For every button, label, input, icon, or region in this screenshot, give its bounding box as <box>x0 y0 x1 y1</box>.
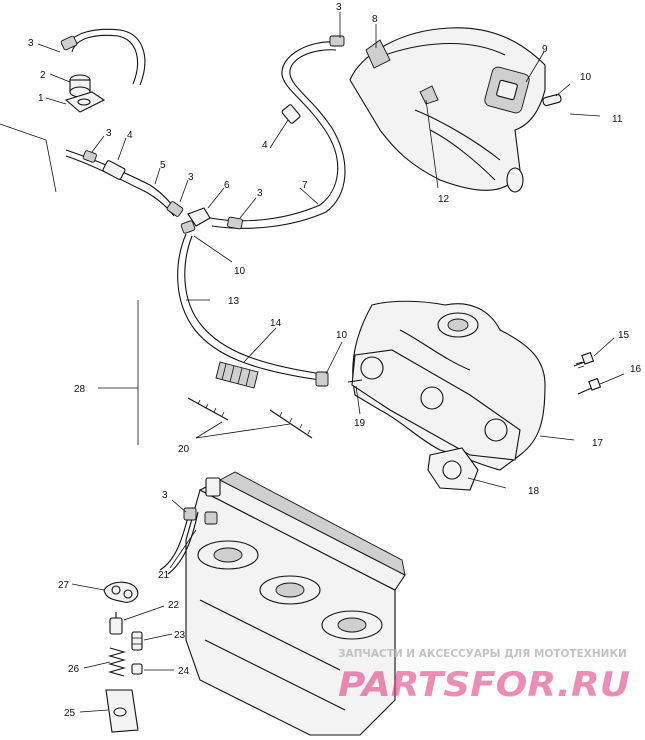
body-25 <box>105 689 139 733</box>
nut-24 <box>131 663 143 675</box>
callout-3: 3 <box>28 38 34 49</box>
callout-22: 22 <box>168 600 180 611</box>
hose-4-5 <box>65 149 184 217</box>
t-connector <box>180 207 211 234</box>
callout-7: 7 <box>302 180 308 191</box>
exhaust-pipe <box>349 27 546 193</box>
callout-26: 26 <box>68 664 80 675</box>
bolt-19 <box>347 379 363 383</box>
callout-2: 2 <box>40 70 46 81</box>
callout-18: 18 <box>528 486 540 497</box>
gasket-27 <box>103 581 139 603</box>
callout-13: 13 <box>228 296 240 307</box>
watermark: ЗАПЧАСТИ И АКСЕССУАРЫ ДЛЯ МОТОТЕХНИКИ PA… <box>338 648 630 705</box>
hose-13 <box>177 233 323 381</box>
watermark-logo: PARTSFOR.RU <box>338 665 630 705</box>
callout-10: 10 <box>234 266 246 277</box>
callout-27: 27 <box>58 580 70 591</box>
callout-4: 4 <box>262 140 268 151</box>
gasket-plate-19 <box>351 349 521 461</box>
callout-23: 23 <box>174 630 186 641</box>
frame-line-top-left <box>0 123 57 193</box>
callout-3: 3 <box>162 490 168 501</box>
watermark-tagline: ЗАПЧАСТИ И АКСЕССУАРЫ ДЛЯ МОТОТЕХНИКИ <box>338 648 627 660</box>
callout-28: 28 <box>74 384 86 395</box>
callout-12: 12 <box>438 194 450 205</box>
callout-5: 5 <box>160 160 166 171</box>
callout-10: 10 <box>336 330 348 341</box>
callout-21: 21 <box>158 570 170 581</box>
cylinder-block <box>185 471 406 736</box>
callout-6: 6 <box>224 180 230 191</box>
callout-24: 24 <box>178 666 190 677</box>
callout-8: 8 <box>372 14 378 25</box>
callout-4: 4 <box>127 130 133 141</box>
callout-10: 10 <box>580 72 592 83</box>
sleeve-14 <box>215 361 259 389</box>
fitting-23 <box>131 631 143 651</box>
callout-3: 3 <box>336 2 342 13</box>
valve-22 <box>109 612 123 635</box>
studs-20 <box>187 397 313 439</box>
callout-3: 3 <box>257 188 263 199</box>
hose-loop-top-left <box>60 28 146 86</box>
bolt-16 <box>577 377 602 395</box>
hose-7 <box>209 35 346 230</box>
gasket-18 <box>427 447 479 491</box>
callout-25: 25 <box>64 708 76 719</box>
callout-3: 3 <box>188 172 194 183</box>
callout-11: 11 <box>612 114 623 125</box>
callout-9: 9 <box>542 44 548 55</box>
leader-lines <box>37 12 625 713</box>
callout-20: 20 <box>178 444 190 455</box>
callout-15: 15 <box>618 330 630 341</box>
clamp-10-middle <box>315 371 329 387</box>
spring-26 <box>107 647 127 677</box>
callout-19: 19 <box>354 418 366 429</box>
fitting-plate <box>64 91 106 113</box>
small-tube-10 <box>542 93 562 107</box>
hose-21 <box>159 507 218 575</box>
callout-3: 3 <box>106 128 112 139</box>
callout-16: 16 <box>630 364 642 375</box>
callout-17: 17 <box>592 438 604 449</box>
callout-14: 14 <box>270 318 282 329</box>
bolt-15 <box>573 351 595 369</box>
callout-1: 1 <box>38 93 44 104</box>
callout-labels: 3 2 1 3 4 5 3 6 3 3 8 4 7 9 10 11 12 10 … <box>28 2 642 719</box>
